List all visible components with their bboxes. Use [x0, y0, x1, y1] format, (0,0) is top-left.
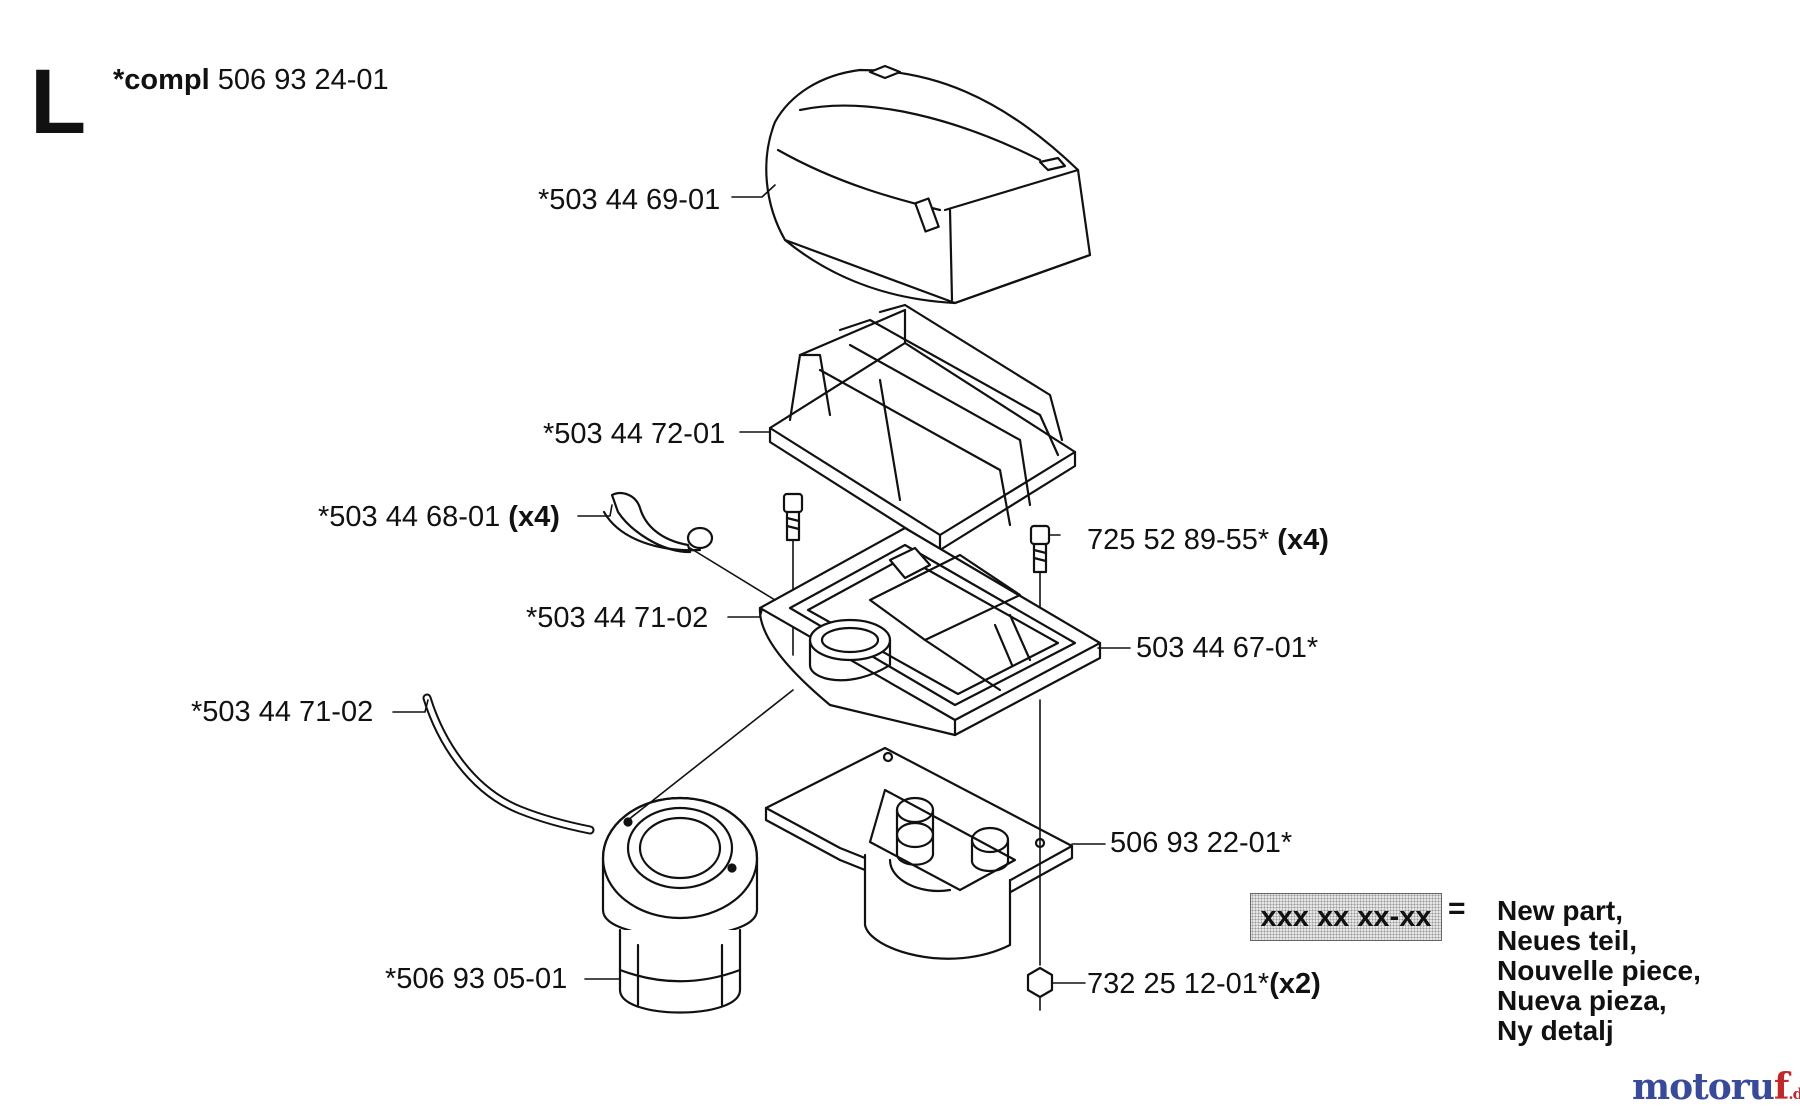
air-filter-part [768, 303, 1077, 552]
legend-translations: New part, Neues teil, Nouvelle piece, Nu… [1497, 896, 1701, 1046]
watermark-main: motoru [1632, 1066, 1775, 1108]
assembly-number: *compl 506 93 24-01 [113, 64, 389, 97]
part-number: *503 44 72-01 [543, 418, 726, 450]
part-label-cover: *503 44 69-01 [538, 186, 720, 215]
part-number: *503 44 68-01 [318, 501, 501, 533]
filter-holder-part [758, 526, 1102, 737]
assembly-part-number: 506 93 24-01 [217, 64, 389, 96]
part-quantity: (x4) [508, 501, 560, 533]
part-number: 506 93 22-01* [1110, 827, 1293, 859]
part-number: *506 93 05-01 [385, 963, 568, 995]
assembly-prefix: *compl [113, 64, 210, 96]
filter-cover-part [765, 64, 1092, 305]
section-letter: L [30, 51, 87, 153]
part-label-filter-base: *506 93 05-01 [385, 965, 567, 994]
filter-base-part [601, 689, 794, 1014]
legend-line: Nueva pieza, [1497, 985, 1667, 1016]
part-label-clip: *503 44 68-01 (x4) [318, 503, 560, 532]
part-number: *503 44 69-01 [538, 184, 721, 216]
part-label-filter-holder: *503 44 71-02 [526, 604, 708, 633]
part-label-nut: 732 25 12-01*(x2) [1087, 970, 1321, 999]
part-label-bracket: 506 93 22-01* [1110, 829, 1292, 858]
nut-part [1026, 699, 1054, 1011]
leader-lines [392, 184, 1131, 984]
hose-part [422, 693, 595, 835]
part-number: 503 44 67-01* [1136, 632, 1319, 664]
part-label-screw: 725 52 89-55* (x4) [1087, 526, 1329, 555]
part-quantity: (x4) [1277, 524, 1329, 556]
watermark-suffix: .de [1788, 1085, 1800, 1103]
part-number: *503 44 71-02 [526, 602, 709, 634]
part-quantity: (x2) [1269, 968, 1321, 1000]
bracket-part [764, 746, 1074, 960]
legend-line: Nouvelle piece, [1497, 955, 1701, 986]
clip-part [602, 491, 714, 554]
part-label-plate: 503 44 67-01* [1136, 634, 1318, 663]
legend-line: New part, [1497, 895, 1624, 926]
watermark-accent: f [1773, 1066, 1789, 1108]
part-label-air-filter: *503 44 72-01 [543, 420, 725, 449]
part-number: 725 52 89-55* [1087, 524, 1270, 556]
part-label-hose: *503 44 71-02 [191, 698, 373, 727]
part-number: 732 25 12-01* [1087, 968, 1270, 1000]
watermark-logo: motoruf.de [1632, 1066, 1800, 1108]
screw-right-part [1029, 524, 1051, 631]
part-number: *503 44 71-02 [191, 696, 374, 728]
legend-line: Neues teil, [1497, 925, 1638, 956]
legend-sample-box: xxx xx xx-xx [1250, 893, 1442, 941]
legend-line: Ny detalj [1497, 1015, 1614, 1046]
legend-equals: = [1448, 892, 1466, 925]
